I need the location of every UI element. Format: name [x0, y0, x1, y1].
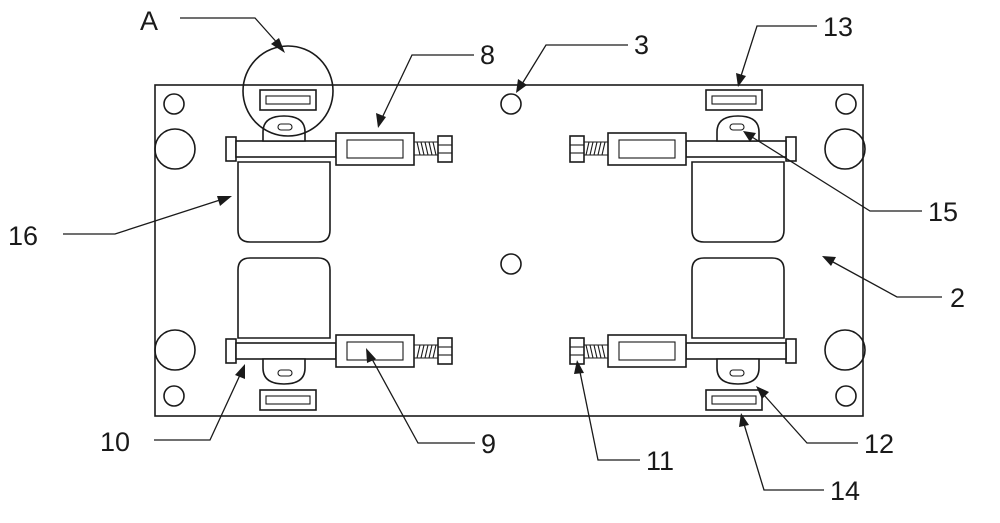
detail-circle-a: [242, 45, 334, 137]
label-13: 13: [823, 12, 853, 42]
label-14: 14: [830, 476, 860, 506]
label-12: 12: [864, 429, 894, 459]
clamp-assembly-top-left: [225, 89, 453, 243]
base-plate: [154, 84, 864, 417]
label-10: 10: [100, 427, 130, 457]
corner-holes: [154, 93, 866, 407]
label-2: 2: [950, 283, 965, 313]
label-9: 9: [481, 429, 496, 459]
clamp-assembly-bottom-left: [225, 257, 453, 411]
label-8: 8: [480, 40, 495, 70]
label-11: 11: [646, 446, 674, 476]
clamp-assembly-bottom-right: [569, 257, 797, 411]
center-hole-middle: [500, 253, 522, 275]
clamp-assembly-top-right: [569, 89, 797, 243]
leader-lines: [63, 17, 942, 491]
label-3: 3: [634, 30, 649, 60]
reference-labels: A 8 3 13 16 15 2 10 9 11 12 14: [8, 6, 965, 506]
label-16: 16: [8, 221, 38, 251]
center-hole-top: [500, 93, 522, 115]
label-A: A: [140, 6, 158, 36]
label-15: 15: [928, 197, 958, 227]
